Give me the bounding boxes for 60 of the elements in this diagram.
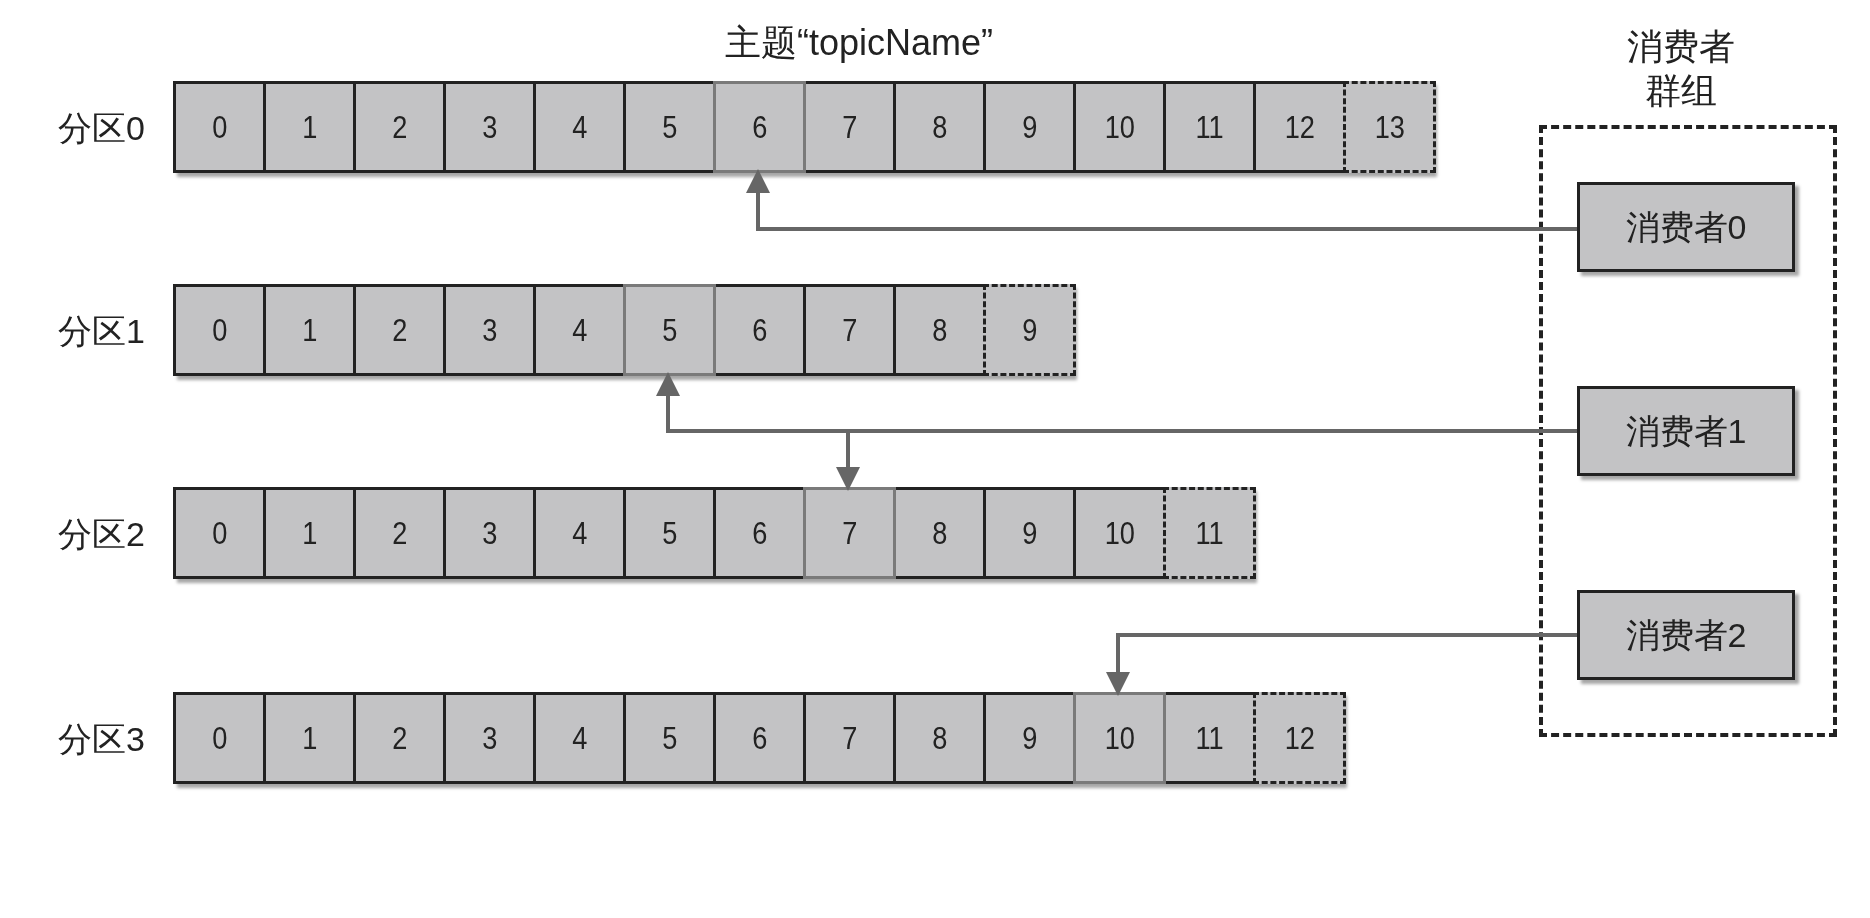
offset-cell: 6 [713,284,806,376]
offset-cell: 11 [1163,487,1256,579]
offset-cell: 5 [623,692,716,784]
offset-cell: 0 [173,692,266,784]
offset-cell: 10 [1073,692,1166,784]
offset-cell: 1 [263,692,356,784]
offset-cell: 4 [533,81,626,173]
offset-cell: 7 [803,692,896,784]
arrow [746,169,1577,231]
offset-cell: 0 [173,81,266,173]
offset-cell: 3 [443,487,536,579]
offset-cell: 5 [623,81,716,173]
offset-cell: 10 [1073,487,1166,579]
offset-cell: 3 [443,692,536,784]
offset-cell: 7 [803,487,896,579]
offset-cell: 11 [1163,692,1256,784]
offset-cell: 0 [173,284,266,376]
partition-label: 分区1 [58,311,145,352]
offset-cell: 5 [623,487,716,579]
offset-cell: 4 [533,284,626,376]
offset-cell: 9 [983,81,1076,173]
offset-cell: 8 [893,81,986,173]
offset-cell: 10 [1073,81,1166,173]
offset-cell: 1 [263,487,356,579]
offset-cell: 4 [533,487,626,579]
offset-cell: 4 [533,692,626,784]
offset-cell: 6 [713,487,806,579]
offset-cell: 8 [893,284,986,376]
offset-cell: 2 [353,692,446,784]
offset-cell: 7 [803,81,896,173]
consumer-box: 消费者2 [1577,590,1795,680]
offset-cell: 12 [1253,81,1346,173]
offset-cell: 1 [263,284,356,376]
consumer-box: 消费者0 [1577,182,1795,272]
offset-cell: 2 [353,284,446,376]
offset-cell: 8 [893,692,986,784]
diagram-title: 主题“topicName” [725,21,994,65]
arrow [1106,633,1577,696]
offset-cell: 12 [1253,692,1346,784]
offset-cell: 6 [713,81,806,173]
offset-cell: 11 [1163,81,1256,173]
offset-cell: 9 [983,692,1076,784]
offset-cell: 1 [263,81,356,173]
offset-cell: 13 [1343,81,1436,173]
partition-label: 分区0 [58,108,145,149]
offset-cell: 5 [623,284,716,376]
consumer-box: 消费者1 [1577,386,1795,476]
offset-cell: 3 [443,284,536,376]
offset-cell: 0 [173,487,266,579]
offset-cell: 3 [443,81,536,173]
offset-cell: 9 [983,487,1076,579]
offset-cell: 9 [983,284,1076,376]
offset-cell: 2 [353,81,446,173]
offset-cell: 2 [353,487,446,579]
offset-cell: 6 [713,692,806,784]
partition-label: 分区2 [58,514,145,555]
group-label: 消费者群组 [1626,25,1736,113]
offset-cell: 8 [893,487,986,579]
partition-label: 分区3 [58,719,145,760]
offset-cell: 7 [803,284,896,376]
